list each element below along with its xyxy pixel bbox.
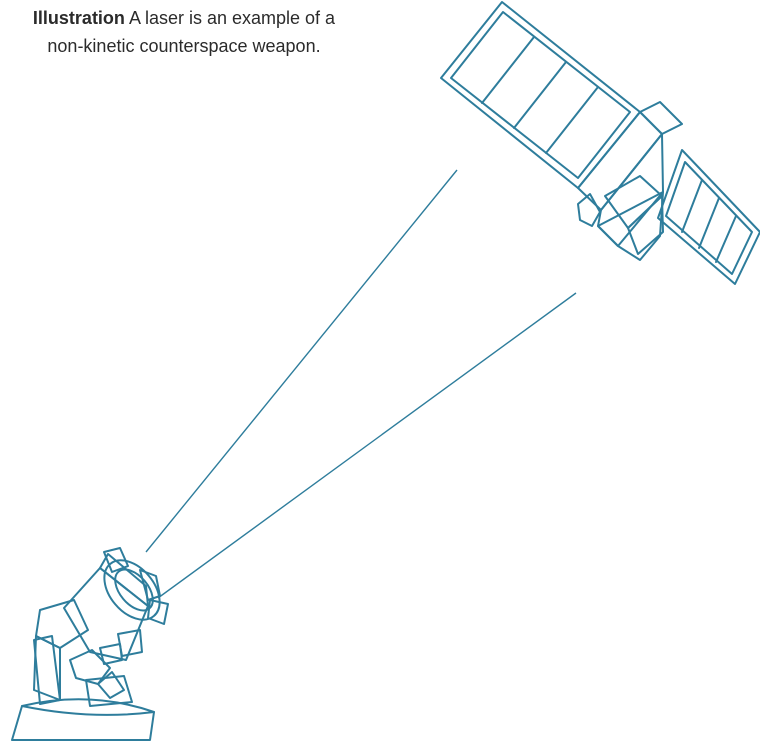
caption-label: Illustration	[32, 8, 125, 28]
laser-beam-lower-ray	[157, 292, 577, 599]
satellite-body	[577, 101, 683, 261]
laser-beam-upper-ray	[145, 169, 458, 553]
satellite-icon	[440, 1, 760, 285]
satellite-solar-panel-right	[657, 149, 760, 285]
laser-weapon-barrel	[63, 547, 169, 665]
laser-weapon-icon	[11, 547, 169, 741]
satellite-solar-panel-left	[440, 1, 641, 189]
laser-weapon-base	[11, 675, 155, 741]
caption-text-line-1: A laser is an example of a	[124, 8, 336, 28]
laser-beam	[145, 169, 577, 599]
caption-text-line-2: non-kinetic counterspace weapon.	[47, 36, 321, 56]
figure-caption: Illustration A laser is an example of a …	[0, 4, 374, 60]
laser-weapon-mount	[33, 599, 125, 705]
